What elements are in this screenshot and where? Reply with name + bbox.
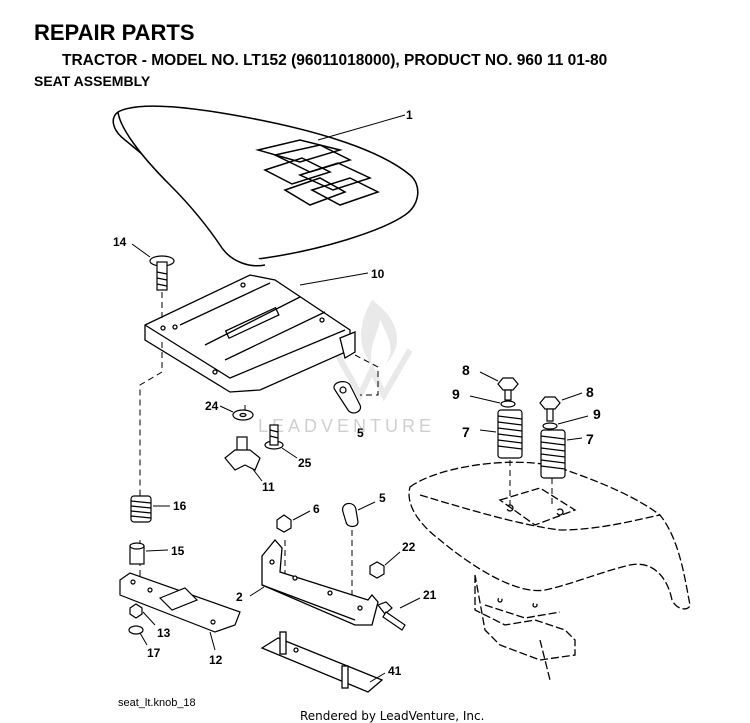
callout-12: 12	[209, 653, 223, 667]
part-spacer	[129, 542, 145, 565]
callout-21: 21	[423, 588, 437, 602]
part-carriage-bolt	[149, 255, 175, 291]
part-adjust-knob-left	[497, 377, 519, 401]
part-small-spring	[130, 495, 152, 523]
section-title: SEAT ASSEMBLY	[34, 73, 151, 89]
page-title: REPAIR PARTS	[34, 20, 195, 45]
rendered-by-credit: Rendered by LeadVenture, Inc.	[300, 709, 485, 723]
model-subtitle: TRACTOR - MODEL NO. LT152 (96011018000),…	[62, 52, 608, 69]
drawing-reference: seat_lt.knob_18	[118, 697, 196, 709]
callout-25: 25	[298, 456, 312, 470]
part-clip-lower	[342, 502, 359, 528]
part-seat-knob	[224, 436, 261, 471]
callout-9a: 9	[452, 386, 460, 402]
part-shoulder-bolt	[264, 424, 284, 450]
part-washer	[232, 409, 254, 421]
part-flange-nut	[369, 561, 385, 579]
callout-7a: 7	[462, 424, 470, 440]
callout-2: 2	[236, 590, 243, 604]
part-spring-right	[540, 429, 566, 479]
callout-8a: 8	[462, 362, 470, 378]
callout-16: 16	[173, 499, 187, 513]
callout-41: 41	[388, 664, 402, 678]
callout-14: 14	[113, 235, 127, 249]
callout-11: 11	[262, 480, 275, 494]
callout-1: 1	[406, 108, 413, 122]
part-seat-pan	[144, 274, 356, 393]
part-hex-nut	[276, 514, 292, 533]
part-fender-pan	[408, 461, 691, 681]
callout-5a: 5	[357, 426, 364, 440]
watermark-logo	[332, 300, 413, 402]
callout-5b: 5	[379, 491, 386, 505]
callout-15: 15	[171, 544, 185, 558]
callout-13: 13	[157, 626, 171, 640]
callout-8b: 8	[586, 384, 594, 400]
part-mounting-bracket	[261, 538, 379, 626]
part-spring-washer-left	[500, 400, 516, 408]
callout-6: 6	[313, 502, 320, 516]
callout-17: 17	[147, 646, 161, 660]
part-slide-bracket	[119, 572, 241, 633]
part-spring-left	[497, 409, 523, 459]
part-adjust-knob-right	[539, 396, 561, 422]
watermark-text: LEADVENTURE	[258, 416, 435, 436]
part-nut-washer	[128, 603, 144, 635]
part-stud-plate	[260, 631, 384, 693]
part-clip-upper	[333, 381, 362, 414]
part-spring-washer-right	[542, 422, 558, 430]
callout-10: 10	[371, 267, 385, 281]
callout-22: 22	[402, 540, 416, 554]
callout-7b: 7	[586, 431, 594, 447]
callout-24: 24	[205, 399, 219, 413]
callout-9b: 9	[593, 406, 601, 422]
part-hex-bolt	[377, 601, 406, 631]
part-seat	[112, 105, 419, 267]
